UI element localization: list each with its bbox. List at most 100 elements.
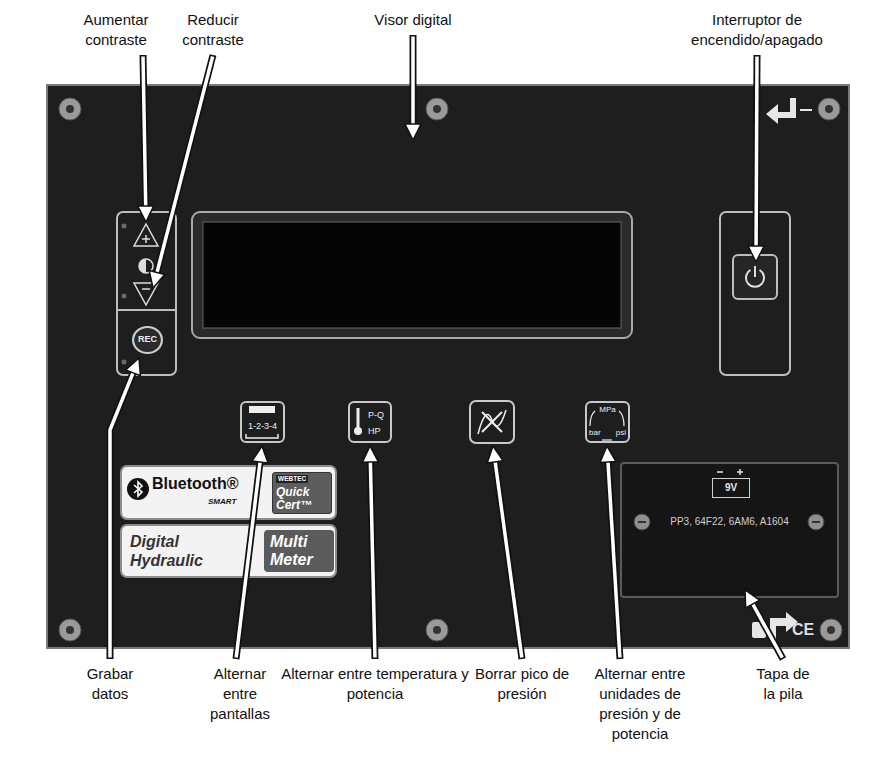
front-panel [47, 85, 849, 648]
node-text: REC [132, 334, 163, 344]
bluetooth-badge: Bluetooth®SMARTWEBTECQuick Cert™ [120, 465, 337, 520]
screw [820, 619, 842, 641]
rec-button: REC [132, 326, 163, 354]
callout-arrow-outline [410, 35, 417, 124]
led [122, 360, 127, 365]
node-text: Digital Hydraulic [130, 532, 225, 570]
callout-arrow-outline [110, 373, 133, 659]
callout-arrow-body [236, 462, 260, 658]
cover-screw [634, 514, 650, 530]
callout-label: Tapa de la pila [752, 664, 814, 704]
multimeter-logo: Multi Meter [264, 530, 334, 572]
units-button: MPa bar psi [585, 401, 630, 443]
node-text: Bluetooth® [152, 475, 238, 493]
callout-arrow-outline [608, 462, 620, 659]
callout-arrow-body [110, 373, 133, 658]
cycle-arrow [619, 411, 624, 426]
node-text: P-Q [368, 410, 384, 420]
screw-socket [66, 105, 74, 113]
callout-arrow-outline [143, 55, 146, 206]
screw-socket [433, 626, 441, 634]
button-icons [246, 401, 624, 443]
node-text: MPa [587, 405, 628, 414]
node-text: HP [368, 426, 381, 436]
thermometer-icon [357, 408, 360, 428]
peak-curve [478, 410, 506, 434]
certification-mark: CE [786, 620, 820, 640]
node-text: 9V [713, 482, 749, 494]
display-frame [192, 212, 632, 338]
callout-label: Aumentar contraste [76, 10, 156, 50]
callout-arrow-head [126, 358, 141, 376]
thermometer-bulb [354, 427, 362, 435]
callout-arrow-outline [753, 604, 783, 659]
node-text: Quick Cert™ [276, 486, 328, 512]
node-text: Multi Meter [270, 533, 330, 569]
callout-arrow-outline [753, 55, 761, 246]
cycle-arrow [590, 411, 595, 426]
callout-label: Grabar datos [79, 664, 141, 704]
battery-symbol: 9V [712, 478, 750, 498]
node-text: psi [616, 428, 626, 437]
callout-arrow-head [138, 206, 154, 222]
led [122, 294, 127, 299]
callout-arrow-head [252, 446, 268, 463]
callout-arrow-head [149, 271, 165, 289]
callout-arrow-outline [236, 462, 260, 659]
screen-toggle-button: 1-2-3-4 [240, 401, 285, 443]
callout-arrow-body [495, 462, 522, 658]
battery-cover: PP3, 64F22, 6AM6, A1604 9V [620, 462, 839, 598]
node-text: WEBTEC [276, 475, 308, 483]
power-symbol [754, 266, 756, 277]
connector-symbol [800, 109, 812, 111]
callout-arrow-head [405, 124, 421, 140]
display [192, 212, 632, 338]
callout-arrow-head [748, 246, 764, 262]
cover-screw [808, 514, 824, 530]
minus-sign [142, 288, 150, 290]
battery-minus [717, 471, 723, 473]
callout-arrow-head [487, 446, 503, 463]
temperature-power-button: P-Q HP [348, 401, 392, 443]
callout-label: Interruptor de encendido/apagado [687, 10, 827, 50]
callout-label: Alternar entre temperatura y potencia [275, 664, 475, 704]
node-text: bar [589, 428, 601, 437]
callout-label: Borrar pico de presión [467, 664, 577, 704]
cover-screw-slot [638, 521, 646, 523]
led [122, 224, 127, 229]
callout-label: Reducir contraste [173, 10, 253, 50]
callout-arrow-head [745, 590, 760, 608]
screw [59, 98, 81, 120]
cycle-arrow [602, 439, 612, 440]
display-screen [203, 222, 621, 328]
callout-label: Visor digital [333, 10, 493, 30]
node-text: PP3, 64F22, 6AM6, A1604 [622, 516, 837, 528]
contrast-up-key [134, 224, 158, 246]
callout-arrow-outline [370, 462, 375, 659]
screw [426, 619, 448, 641]
callout-label: Alternar entre pantallas [200, 664, 280, 724]
callout-arrows [110, 35, 783, 659]
callout-arrow-outline [495, 462, 522, 659]
product-badge: Digital Hydraulic Multi Meter [120, 524, 337, 578]
screws [59, 98, 842, 641]
quickcert-badge: WEBTEC Quick Cert™ [272, 472, 332, 514]
bluetooth-disc [127, 478, 149, 500]
bluetooth-rune [134, 482, 142, 496]
screw-socket [66, 626, 74, 634]
callout-arrow-body [143, 57, 146, 207]
screw [426, 98, 448, 120]
callout-arrow-head [362, 446, 378, 462]
screw-socket [827, 626, 835, 634]
plus-sign [145, 235, 147, 243]
callout-arrow-body [753, 604, 783, 658]
callout-arrow-body [370, 462, 375, 658]
screw [59, 619, 81, 641]
screen-bar-icon [249, 406, 275, 413]
callout-arrow-body [608, 462, 620, 658]
screw-socket [825, 105, 833, 113]
peak-reset-button [470, 401, 514, 443]
callout-arrow-head [600, 446, 616, 463]
